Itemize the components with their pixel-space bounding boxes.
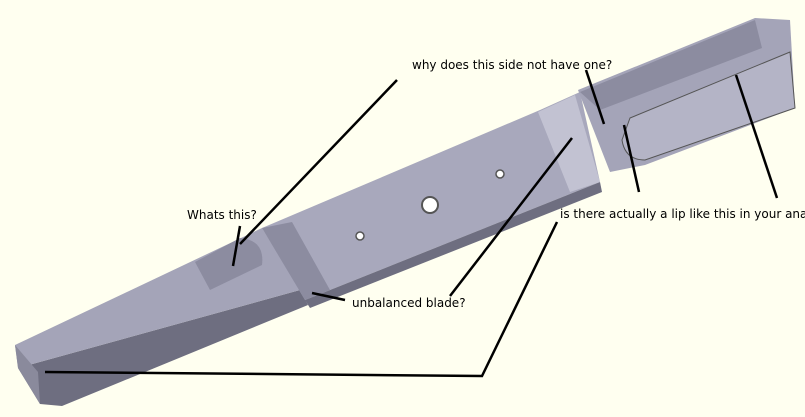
- bevel-left: [262, 222, 330, 300]
- left-bar-end-face: [15, 345, 40, 404]
- annotation-why-side: why does this side not have one?: [412, 58, 613, 72]
- hole-right: [495, 169, 505, 179]
- right-bar-upper-strip: [580, 20, 762, 110]
- hole-center: [421, 196, 439, 214]
- left-bar-front-face: [18, 290, 308, 406]
- middle-blade-face: [262, 92, 600, 300]
- annotation-whats-this: Whats this?: [187, 208, 257, 222]
- blade-model: [15, 18, 796, 406]
- middle-blade-edge: [305, 182, 602, 308]
- hole-left: [355, 231, 365, 241]
- hollow-notch: [195, 238, 263, 290]
- annotation-unbalanced: unbalanced blade?: [352, 296, 466, 310]
- annotation-lines: [44, 69, 779, 378]
- annotation-lip: is there actually a lip like this in you…: [560, 207, 805, 221]
